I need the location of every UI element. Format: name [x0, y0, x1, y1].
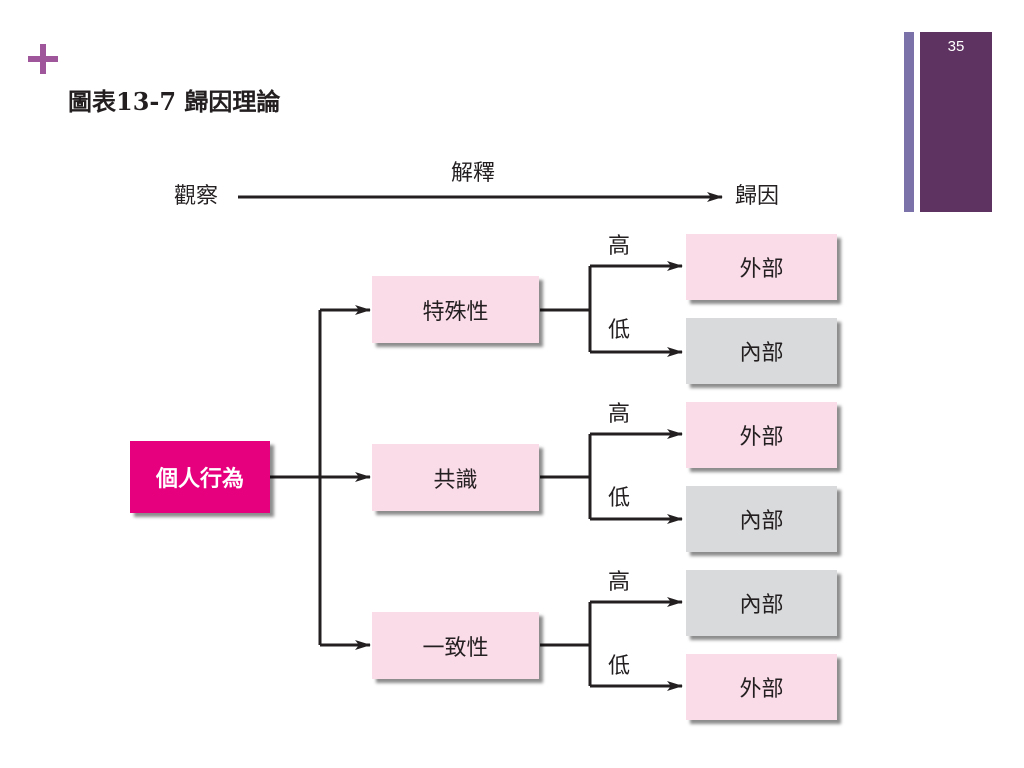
- sidebar-bar: [920, 32, 992, 212]
- factor-1-low-label: 低: [608, 318, 631, 343]
- factor-2-high-result: 外部: [686, 402, 837, 468]
- factor-3-low-result: 外部: [686, 654, 837, 720]
- factor-box-distinctiveness: 特殊性: [372, 276, 539, 343]
- observation-label: 觀察: [174, 184, 219, 209]
- factor-3-high-result: 內部: [686, 570, 837, 636]
- interpretation-label: 解釋: [451, 161, 496, 186]
- factor-2-low-label: 低: [608, 486, 631, 511]
- factor-box-consistency: 一致性: [372, 612, 539, 679]
- page-number: 35: [947, 38, 965, 55]
- page-title: 圖表13-7 歸因理論: [68, 87, 281, 116]
- plus-icon: [28, 44, 58, 74]
- factor-1-high-result: 外部: [686, 234, 837, 300]
- factor-2-low-result: 內部: [686, 486, 837, 552]
- factor-1-low-result: 內部: [686, 318, 837, 384]
- factor-box-consensus: 共識: [372, 444, 539, 511]
- attribution-label: 歸因: [735, 184, 780, 209]
- factor-3-low-label: 低: [608, 654, 631, 679]
- factor-1-high-label: 高: [608, 234, 631, 259]
- factor-3-high-label: 高: [608, 570, 631, 595]
- sidebar-thin-bar: [904, 32, 914, 212]
- factor-2-high-label: 高: [608, 402, 631, 427]
- behavior-box: 個人行為: [130, 441, 270, 513]
